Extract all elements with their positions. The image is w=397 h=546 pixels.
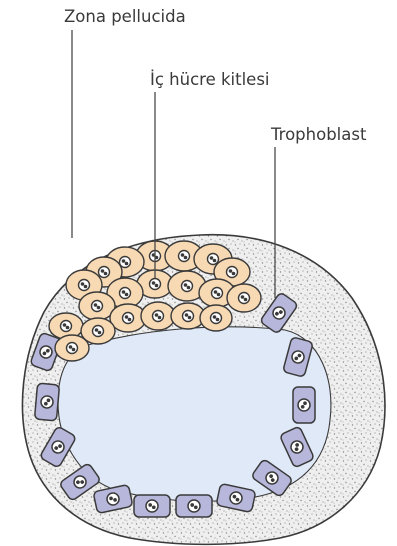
- zona-pellucida-label: Zona pellucida: [64, 7, 186, 26]
- trophoblast-cell: [34, 383, 59, 421]
- icm-cell: [227, 284, 261, 312]
- trophoblast-label: Trophoblast: [270, 125, 367, 144]
- icm-cell: [55, 335, 89, 361]
- icm-cell: [141, 302, 175, 330]
- trophoblast-cell: [293, 387, 315, 423]
- trophoblast-cell: [176, 495, 212, 517]
- trophoblast-cell: [134, 495, 170, 517]
- inner-cell-mass-label: İç hücre kitlesi: [150, 70, 270, 89]
- icm-cell: [200, 305, 232, 331]
